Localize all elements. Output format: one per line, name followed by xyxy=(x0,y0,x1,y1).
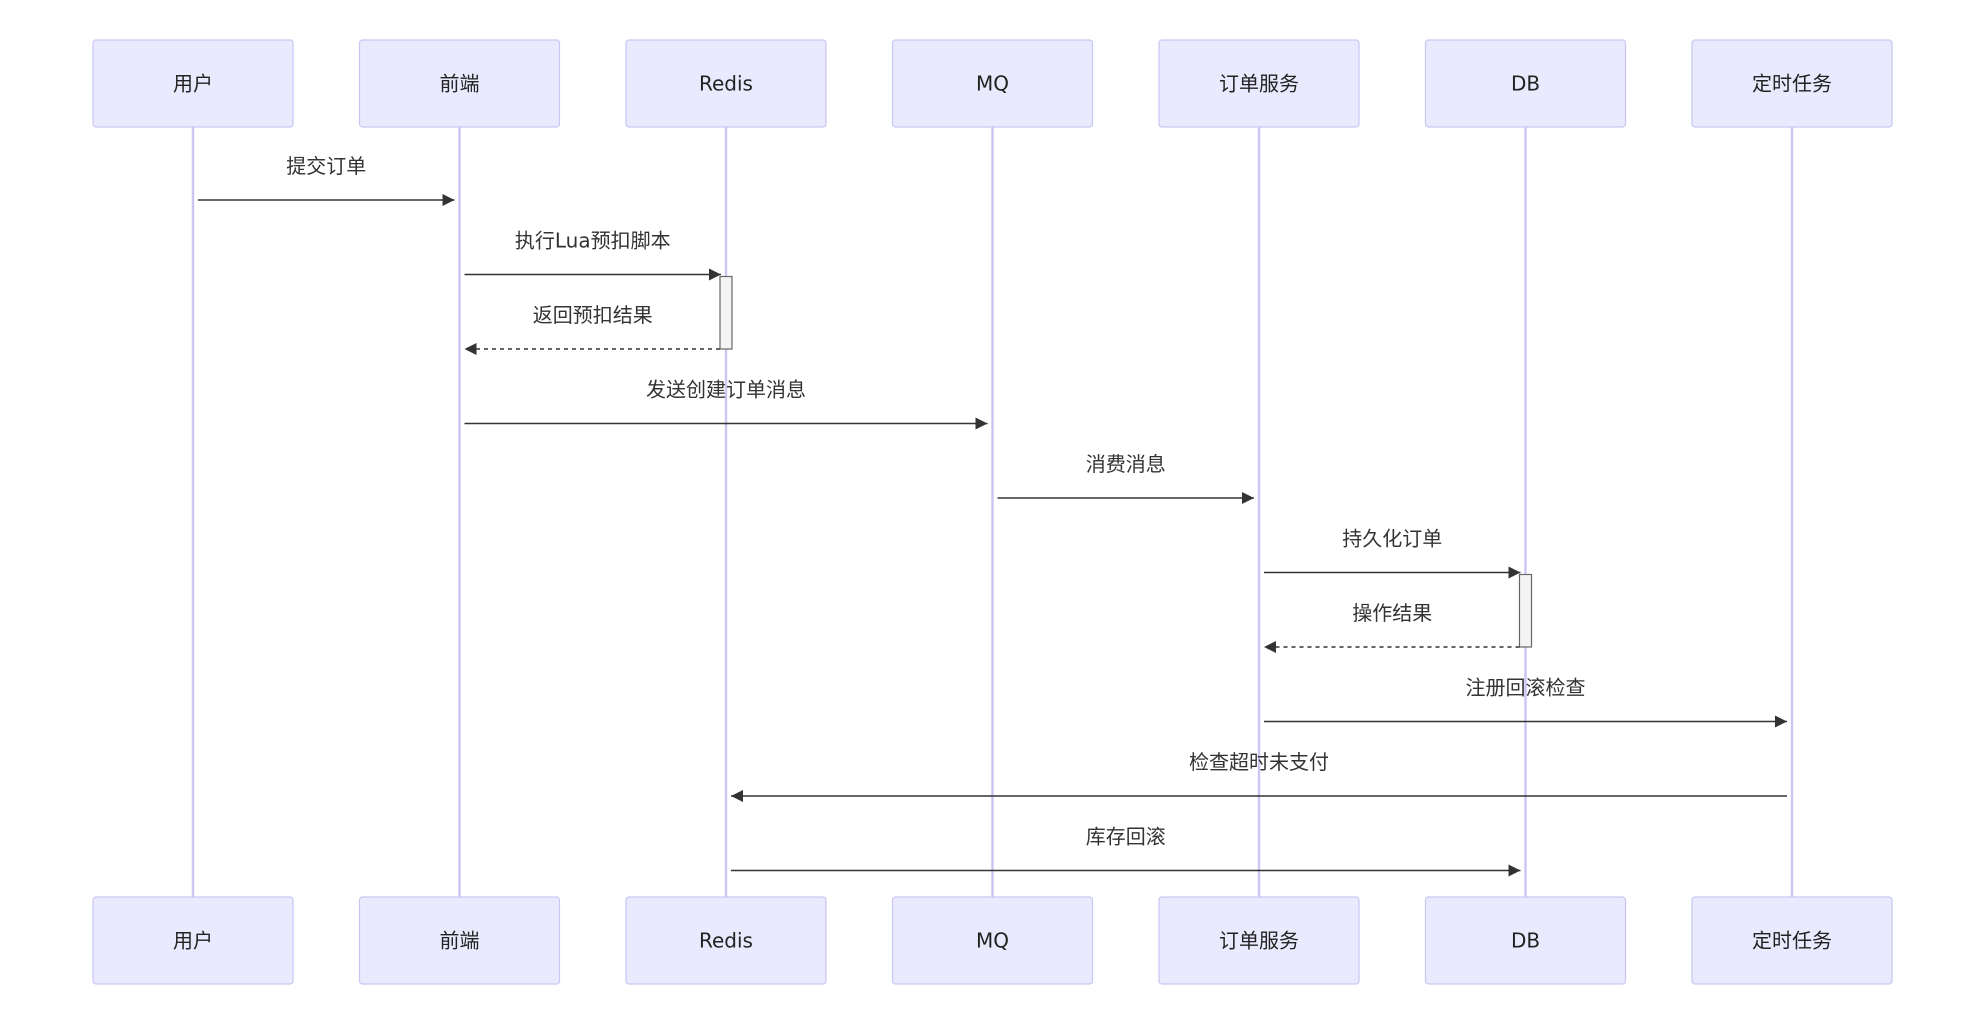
participant-label: 订单服务 xyxy=(1219,72,1299,96)
participant-top: 用户 xyxy=(92,39,294,128)
participant-box xyxy=(358,39,561,128)
participant-box xyxy=(1691,39,1893,128)
participant-top: 定时任务 xyxy=(1691,39,1893,128)
participant-label: 前端 xyxy=(440,929,480,953)
participant-box xyxy=(358,896,561,985)
participant-bottom: 定时任务 xyxy=(1691,896,1893,985)
participant-top: MQ xyxy=(891,39,1094,128)
participant-box xyxy=(92,39,294,128)
message: 操作结果 xyxy=(1264,601,1520,653)
message: 返回预扣结果 xyxy=(464,303,720,355)
participant-box xyxy=(625,896,827,985)
message: 检查超时未支付 xyxy=(731,750,1787,802)
participant-label: Redis xyxy=(699,929,753,953)
message-label: 提交订单 xyxy=(286,154,366,178)
participant-label: 用户 xyxy=(173,929,213,953)
participant-top: Redis xyxy=(625,39,827,128)
participant-label: 订单服务 xyxy=(1219,929,1299,953)
participant-bottom: Redis xyxy=(625,896,827,985)
participant-label: 用户 xyxy=(173,72,213,96)
participant-label: MQ xyxy=(976,72,1009,96)
participant-top: DB xyxy=(1424,39,1627,128)
message-label: 发送创建订单消息 xyxy=(646,378,806,402)
message: 发送创建订单消息 xyxy=(464,378,988,430)
participant-box xyxy=(1158,39,1360,128)
message: 消费消息 xyxy=(997,452,1254,504)
message: 执行Lua预扣脚本 xyxy=(464,229,721,281)
participant-box xyxy=(1691,896,1893,985)
participant-label: 前端 xyxy=(440,72,480,96)
activation-bar xyxy=(719,275,733,350)
message: 库存回滚 xyxy=(731,825,1521,877)
participant-label: 定时任务 xyxy=(1752,929,1832,953)
message-label: 操作结果 xyxy=(1352,601,1432,625)
participant-box xyxy=(625,39,827,128)
participant-bottom: DB xyxy=(1424,896,1627,985)
participant-label: 定时任务 xyxy=(1752,72,1832,96)
participant-label: Redis xyxy=(699,72,753,96)
message-label: 执行Lua预扣脚本 xyxy=(515,229,671,253)
participant-label: MQ xyxy=(976,929,1009,953)
participant-label: DB xyxy=(1511,72,1540,96)
participant-box xyxy=(1424,39,1627,128)
participant-label: DB xyxy=(1511,929,1540,953)
message-label: 返回预扣结果 xyxy=(533,303,653,327)
message-label: 持久化订单 xyxy=(1342,527,1442,551)
message-label: 消费消息 xyxy=(1086,452,1166,476)
message: 注册回滚检查 xyxy=(1264,676,1787,728)
participant-top: 订单服务 xyxy=(1158,39,1360,128)
message-label: 库存回滚 xyxy=(1086,825,1166,849)
activation-bar xyxy=(1518,573,1533,648)
participant-box xyxy=(891,896,1094,985)
participant-bottom: MQ xyxy=(891,896,1094,985)
participant-box xyxy=(92,896,294,985)
message: 提交订单 xyxy=(198,154,455,206)
message: 持久化订单 xyxy=(1264,527,1521,579)
participant-box xyxy=(1158,896,1360,985)
participant-bottom: 前端 xyxy=(358,896,561,985)
participant-top: 前端 xyxy=(358,39,561,128)
participant-box xyxy=(891,39,1094,128)
participant-bottom: 用户 xyxy=(92,896,294,985)
participant-box xyxy=(1424,896,1627,985)
participant-bottom: 订单服务 xyxy=(1158,896,1360,985)
message-label: 检查超时未支付 xyxy=(1189,750,1329,774)
message-label: 注册回滚检查 xyxy=(1466,676,1586,700)
